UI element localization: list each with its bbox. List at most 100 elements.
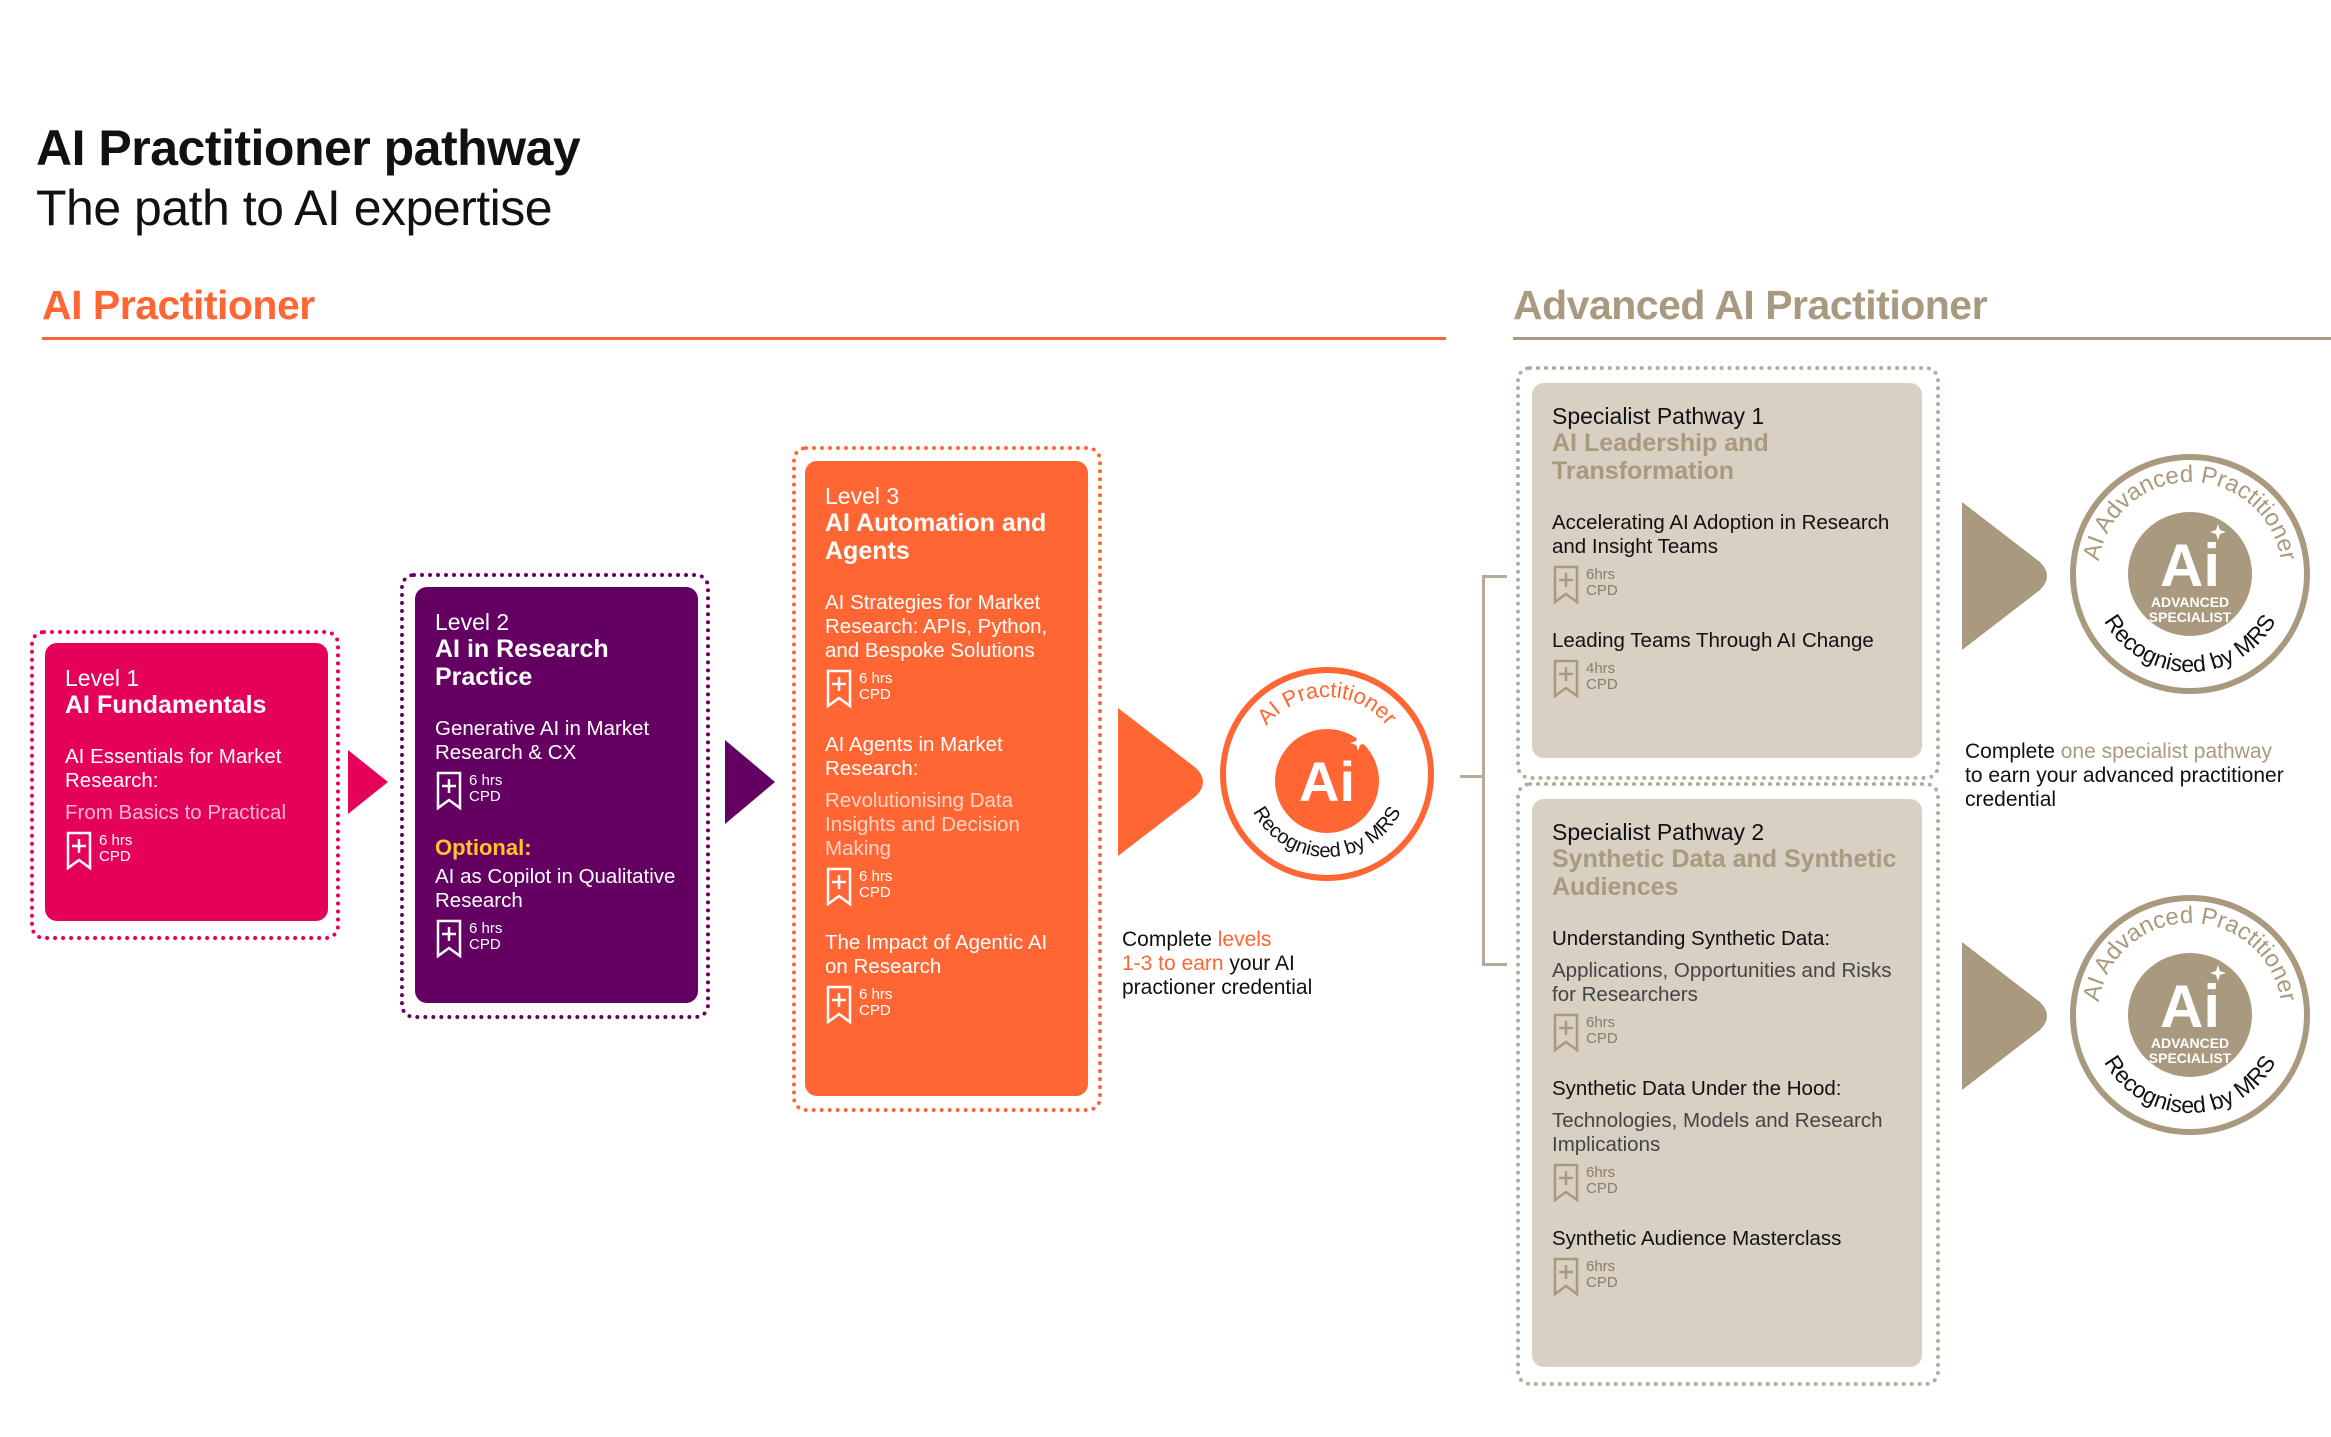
arrow-level3-to-badge (1118, 708, 1203, 856)
advanced-badge-2: AI Advanced Practitioner Recognised by M… (2070, 895, 2310, 1135)
pathway-bracket (1482, 575, 1507, 966)
arrow-level2-to-level3 (725, 740, 775, 824)
advanced-badge-2-mark: Ai (2160, 973, 2220, 1040)
level1-course-title: AI Essentials for Market Research: (65, 745, 282, 792)
level3-cpd2-label: CPD (859, 884, 891, 901)
specialist2-label: Specialist Pathway 2 (1552, 819, 1765, 845)
section-rule-advanced (1513, 337, 2331, 340)
level3-label: Level 3 (825, 483, 900, 509)
bracket-stem (1460, 775, 1482, 778)
level2-title: AI in Research Practice (435, 635, 609, 691)
note-highlight-range: 1-3 to earn (1122, 952, 1224, 975)
cpd-bookmark-icon (1553, 1163, 1579, 1203)
advanced-badge-2-line1: ADVANCED (2151, 1035, 2229, 1051)
advanced-note-prefix: Complete (1965, 740, 2061, 763)
level2-course1: Generative AI in Market Research & CX (435, 717, 650, 764)
level1-title: AI Fundamentals (65, 691, 267, 719)
advanced-badge-1-line2: SPECIALIST (2149, 609, 2232, 625)
specialist2-title: Synthetic Data and Synthetic Audiences (1552, 845, 1897, 901)
level3-card[interactable]: Level 3 AI Automation and Agents AI Stra… (805, 461, 1088, 1096)
cpd-bookmark-icon (1553, 1013, 1579, 1053)
level1-cpd-label: CPD (99, 848, 131, 865)
note-highlight-levels: levels (1217, 928, 1272, 951)
level1-cpd-hours: 6 hrs (99, 832, 133, 849)
specialist1-cpd1-hours: 6hrs (1586, 566, 1616, 583)
level3-course2-title: AI Agents in Market Research: (825, 733, 1003, 780)
level3-cpd2-hours: 6 hrs (859, 868, 893, 885)
level3-course1: AI Strategies for Market Research: APIs,… (825, 591, 1048, 662)
specialist2-course1-subtitle: Applications, Opportunities and Risks fo… (1552, 959, 1892, 1006)
level2-cpd1-label: CPD (469, 788, 501, 805)
level2-cpd2-hours: 6 hrs (469, 920, 503, 937)
cpd-bookmark-icon (1553, 565, 1579, 605)
arrow-specialist2-to-badge (1962, 942, 2047, 1090)
cpd-bookmark-icon (1553, 1257, 1579, 1297)
page-title: AI Practitioner pathway (36, 120, 581, 176)
specialist2-card[interactable]: Specialist Pathway 2 Synthetic Data and … (1532, 799, 1922, 1367)
cpd-bookmark-icon (436, 919, 462, 959)
specialist2-course2-subtitle: Technologies, Models and Research Implic… (1552, 1109, 1883, 1156)
level1-card[interactable]: Level 1 AI Fundamentals AI Essentials fo… (45, 643, 328, 921)
note-suffix: your AI (1223, 952, 1295, 975)
arrow-specialist1-to-badge (1962, 502, 2047, 650)
level3-cpd3-label: CPD (859, 1002, 891, 1019)
level2-optional-label: Optional: (435, 835, 532, 860)
level2-card[interactable]: Level 2 AI in Research Practice Generati… (415, 587, 698, 1003)
level2-dotted-frame (400, 573, 710, 1019)
note-prefix: Complete (1122, 928, 1218, 951)
cpd-bookmark-icon (436, 771, 462, 811)
section-rule-practitioner (42, 337, 1446, 340)
specialist1-cpd2-hours: 4hrs (1586, 660, 1616, 677)
advanced-note-suffix: to earn your advanced practitioner crede… (1965, 764, 2284, 811)
advanced-credential-note: Complete one specialist pathway to earn … (1965, 740, 2295, 812)
advanced-badge-1: AI Advanced Practitioner Recognised by M… (2070, 454, 2310, 694)
specialist1-course1: Accelerating AI Adoption in Research and… (1552, 511, 1890, 558)
specialist1-title: AI Leadership and Transformation (1552, 429, 1769, 485)
sparkle-icon (1350, 735, 1366, 751)
level3-cpd1-hours: 6 hrs (859, 670, 893, 687)
level2-cpd1-hours: 6 hrs (469, 772, 503, 789)
specialist2-cpd2-hours: 6hrs (1586, 1164, 1616, 1181)
specialist2-cpd1-label: CPD (1586, 1030, 1618, 1047)
practitioner-badge: AI Practitioner Recognised by MRS Ai (1220, 667, 1434, 881)
specialist2-cpd2-label: CPD (1586, 1180, 1618, 1197)
cpd-bookmark-icon (826, 867, 852, 907)
cpd-bookmark-icon (826, 669, 852, 709)
specialist2-cpd3-hours: 6hrs (1586, 1258, 1616, 1275)
section-heading-advanced: Advanced AI Practitioner (1513, 282, 1988, 328)
cpd-bookmark-icon (826, 985, 852, 1025)
specialist2-cpd3-label: CPD (1586, 1274, 1618, 1291)
level2-course2: AI as Copilot in Qualitative Research (435, 865, 676, 912)
cpd-bookmark-icon (1553, 659, 1579, 699)
specialist1-dotted-frame (1516, 366, 1940, 780)
specialist2-course3: Synthetic Audience Masterclass (1552, 1227, 1842, 1250)
level3-course2-subtitle: Revolutionising Data Insights and Decisi… (825, 789, 1020, 860)
specialist2-course2-title: Synthetic Data Under the Hood: (1552, 1077, 1842, 1100)
advanced-badge-1-mark: Ai (2160, 532, 2220, 599)
specialist1-course2: Leading Teams Through AI Change (1552, 629, 1874, 652)
level3-cpd3-hours: 6 hrs (859, 986, 893, 1003)
level1-course-subtitle: From Basics to Practical (65, 801, 286, 824)
cpd-bookmark-icon (66, 831, 92, 871)
level1-dotted-frame (30, 630, 340, 940)
level3-cpd1-label: CPD (859, 686, 891, 703)
specialist2-cpd1-hours: 6hrs (1586, 1014, 1616, 1031)
specialist1-card[interactable]: Specialist Pathway 1 AI Leadership and T… (1532, 383, 1922, 758)
level3-title: AI Automation and Agents (825, 509, 1047, 565)
sparkle-icon (2210, 965, 2226, 981)
level2-label: Level 2 (435, 609, 510, 635)
advanced-badge-1-line1: ADVANCED (2151, 594, 2229, 610)
level1-label: Level 1 (65, 665, 140, 691)
page-header: AI Practitioner pathway The path to AI e… (36, 118, 581, 238)
level3-dotted-frame (792, 446, 1102, 1112)
